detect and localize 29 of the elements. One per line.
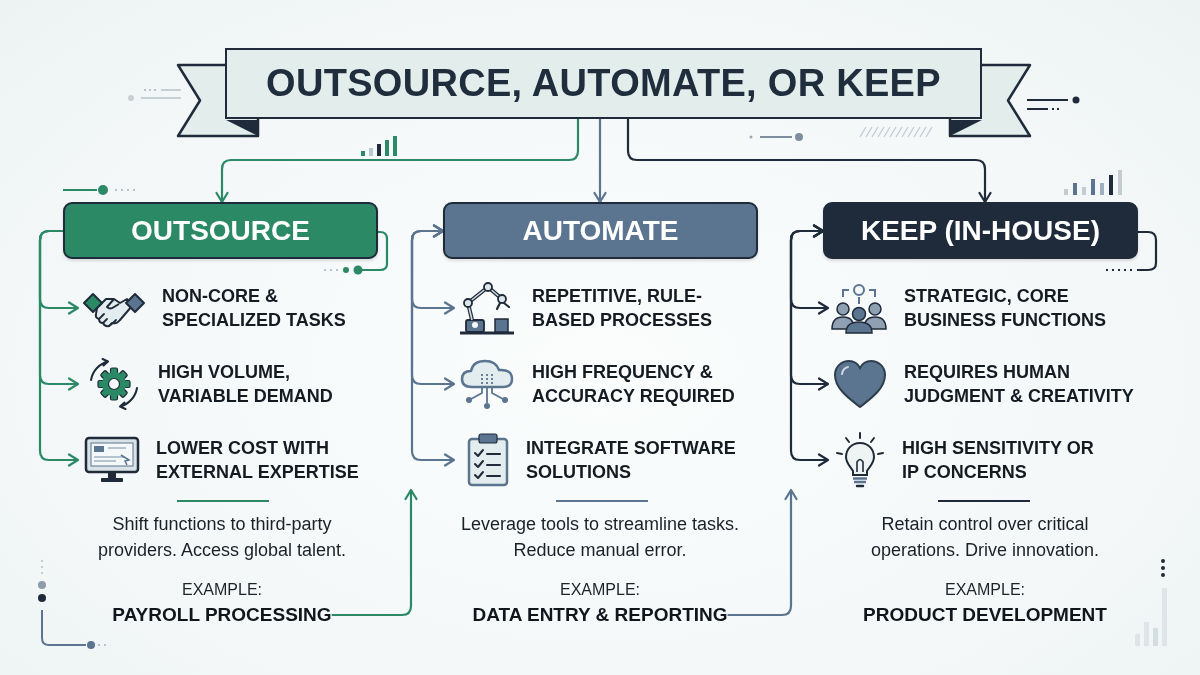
description-text: Shift functions to third-party providers. Access global talent.	[96, 513, 348, 562]
description-text: Leverage tools to streamline tasks. Reduce manual error.	[460, 513, 740, 562]
criterion-text: NON-CORE & SPECIALIZED TASKS	[162, 285, 347, 332]
criterion-text: HIGH SENSITIVITY OR IP CONCERNS	[902, 437, 1095, 484]
description-text: Retain control over critical operations. Drive innovation.	[869, 513, 1101, 562]
criterion-text: REQUIRES HUMAN JUDGMENT & CREATIVITY	[904, 361, 1135, 408]
example-value: DATA ENTRY & REPORTING	[472, 603, 728, 626]
criterion-text: HIGH FREQUENCY & ACCURACY REQUIRED	[532, 361, 736, 408]
arrow	[38, 229, 80, 467]
arrow	[626, 119, 992, 204]
example-label: EXAMPLE:	[560, 580, 640, 599]
category-header: AUTOMATE	[443, 202, 758, 259]
criterion-text: INTEGRATE SOFTWARE SOLUTIONS	[526, 437, 737, 484]
arrow	[593, 119, 607, 204]
arrow	[215, 119, 580, 204]
example-value: PAYROLL PROCESSING	[112, 603, 332, 626]
category-header: OUTSOURCE	[63, 202, 378, 259]
arrow	[727, 488, 798, 617]
arrow	[789, 224, 830, 467]
criterion-text: HIGH VOLUME, VARIABLE DEMAND	[158, 361, 334, 408]
category-header: KEEP (IN-HOUSE)	[823, 202, 1138, 259]
example-value: PRODUCT DEVELOPMENT	[863, 603, 1107, 626]
criterion-text: REPETITIVE, RULE-BASED PROCESSES	[532, 285, 714, 332]
arrow	[331, 488, 418, 617]
example-label: EXAMPLE:	[182, 580, 262, 599]
arrow	[410, 224, 456, 467]
criterion-text: STRATEGIC, CORE BUSINESS FUNCTIONS	[904, 285, 1108, 332]
criterion-text: LOWER COST WITH EXTERNAL EXPERTISE	[156, 437, 360, 484]
example-label: EXAMPLE:	[945, 580, 1025, 599]
